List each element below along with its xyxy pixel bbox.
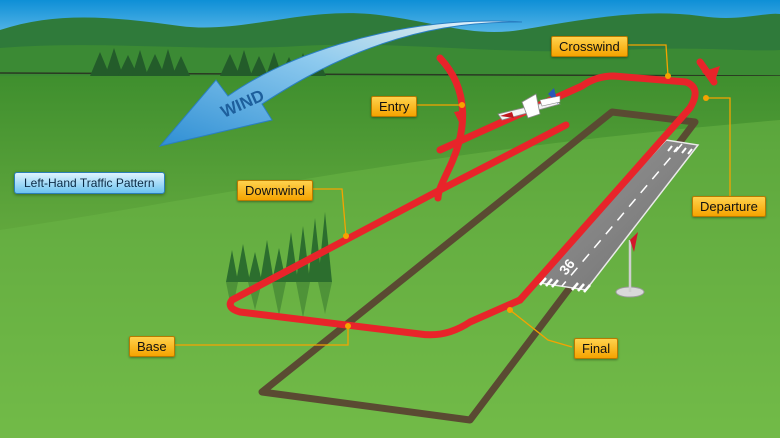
ground-pattern-track [258,108,699,424]
leader-lines [170,44,731,348]
crosswind-leader [623,44,669,77]
downwind-base-final-path [226,121,570,339]
downwind-label: Downwind [237,180,313,201]
airplane-icon [497,88,561,121]
departure-label: Departure [692,196,766,217]
leader-dots [343,73,709,329]
diagram-title: Left-Hand Traffic Pattern [14,172,165,194]
traffic-pattern-path [226,54,718,339]
final-label: Final [574,338,619,359]
departure-leader [706,97,731,198]
base-label: Base [129,336,175,357]
entry-path [434,54,467,202]
windsock [615,232,645,298]
upwind-crosswind-path [436,72,699,304]
base-leader [170,326,349,346]
downwind-leader [312,188,347,237]
entry-arrowhead [454,110,466,124]
final-leader [509,309,573,348]
departure-arrowhead [702,66,720,84]
entry-label: Entry [371,96,418,117]
crosswind-label: Crosswind [551,36,628,57]
